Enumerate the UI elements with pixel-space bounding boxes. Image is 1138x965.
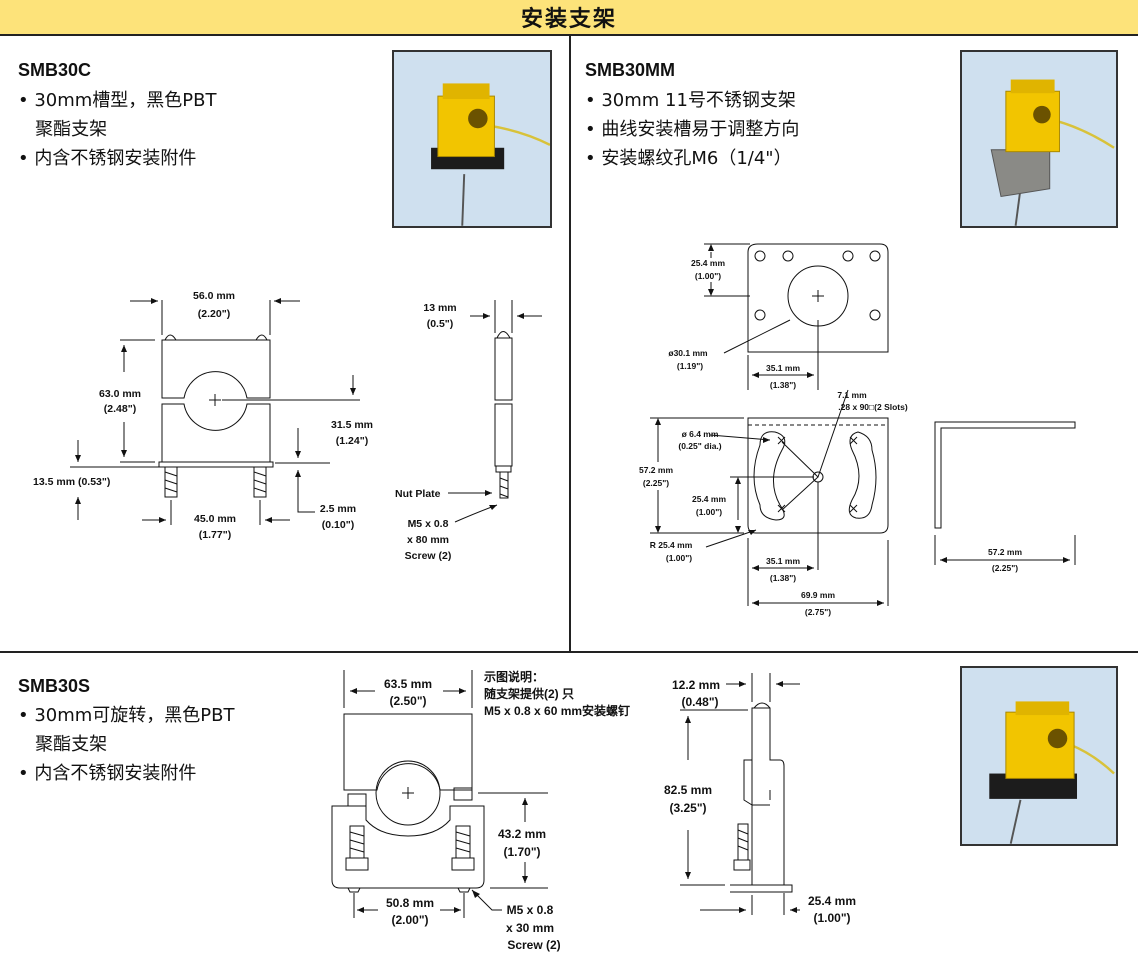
dim-label: Screw (2) bbox=[405, 550, 452, 562]
dim-label: .28 x 90□(2 Slots) bbox=[838, 402, 908, 412]
dim-label: (0.25" dia.) bbox=[678, 441, 721, 451]
dim-label: x 30 mm bbox=[506, 921, 554, 935]
dim-label: x 80 mm bbox=[407, 534, 449, 546]
page-banner: 安装支架 bbox=[0, 0, 1138, 36]
dim-label: 56.0 mm bbox=[193, 290, 235, 302]
dim-label: 50.8 mm bbox=[386, 896, 434, 910]
dim-label: 63.0 mm bbox=[99, 388, 141, 400]
horizontal-divider bbox=[0, 651, 1138, 653]
smb30mm-bullet: • 安装螺纹孔M6（1/4"） bbox=[585, 148, 792, 169]
dim-label: 35.1 mm bbox=[766, 556, 800, 566]
dim-label: (2.25") bbox=[643, 478, 669, 488]
note-line: M5 x 0.8 x 60 mm安装螺钉 bbox=[484, 703, 630, 718]
dim-label: 12.2 mm bbox=[672, 678, 720, 692]
dim-label: (1.00") bbox=[813, 911, 850, 925]
smb30s-photo bbox=[960, 666, 1118, 846]
dim-label: (2.50") bbox=[389, 694, 426, 708]
dim-label: ø 6.4 mm bbox=[682, 429, 719, 439]
dim-label: 63.5 mm bbox=[384, 677, 432, 691]
note-line: 随支架提供(2) 只 bbox=[484, 686, 574, 701]
dim-label: (1.00") bbox=[666, 553, 692, 563]
smb30c-drawing: 56.0 mm (2.20") 63.0 mm (2.48") 31.5 mm … bbox=[33, 290, 542, 562]
smb30c-bullet: • 30mm槽型，黑色PBT bbox=[18, 90, 217, 111]
dim-label: (1.19") bbox=[677, 361, 703, 371]
smb30mm-model: SMB30MM bbox=[585, 60, 676, 80]
smb30s-bullet: 聚酯支架 bbox=[18, 734, 108, 755]
dim-label: 43.2 mm bbox=[498, 827, 546, 841]
dim-label: 82.5 mm bbox=[664, 783, 712, 797]
dim-label: ø30.1 mm bbox=[668, 348, 708, 358]
dim-label: M5 x 0.8 bbox=[507, 903, 554, 917]
dim-label: (2.25") bbox=[992, 563, 1018, 573]
dim-label: 25.4 mm bbox=[692, 494, 726, 504]
dim-label: 13 mm bbox=[423, 302, 456, 314]
dim-label: 7.1 mm bbox=[837, 390, 867, 400]
photo-sensor-channel-bracket-icon bbox=[394, 52, 550, 226]
dim-label: 35.1 mm bbox=[766, 363, 800, 373]
smb30s-model: SMB30S bbox=[18, 676, 91, 696]
dim-label: (2.48") bbox=[104, 403, 136, 415]
dim-label: (0.48") bbox=[681, 695, 718, 709]
dim-label: (2.20") bbox=[198, 308, 230, 320]
dim-label: 45.0 mm bbox=[194, 513, 236, 525]
dim-label: (1.70") bbox=[503, 845, 540, 859]
note-line: 示图说明： bbox=[483, 669, 544, 684]
smb30s-bullet: • 内含不锈钢安装附件 bbox=[18, 763, 197, 784]
dim-label: (2.75") bbox=[805, 607, 831, 617]
smb30c-bullets: • 30mm槽型，黑色PBT 聚酯支架 • 内含不锈钢安装附件 bbox=[18, 86, 217, 173]
dim-label: (0.10") bbox=[322, 519, 354, 531]
smb30c-model: SMB30C bbox=[18, 60, 92, 80]
dim-label: (2.00") bbox=[391, 913, 428, 927]
photo-sensor-steel-bracket-icon bbox=[962, 52, 1116, 226]
dim-label: 69.9 mm bbox=[801, 590, 835, 600]
dim-label: (0.5") bbox=[427, 318, 454, 330]
dim-label: (1.38") bbox=[770, 573, 796, 583]
smb30mm-bullets: • 30mm 11号不锈钢支架 • 曲线安装槽易于调整方向 • 安装螺纹孔M6（… bbox=[585, 86, 799, 173]
dim-label: M5 x 0.8 bbox=[408, 518, 449, 530]
dim-label: R 25.4 mm bbox=[650, 540, 693, 550]
smb30mm-drawing: 25.4 mm (1.00") ø30.1 mm (1.19") 35.1 mm… bbox=[639, 243, 1076, 617]
vertical-divider bbox=[569, 36, 571, 651]
dim-label: (1.24") bbox=[336, 435, 368, 447]
dim-label: 2.5 mm bbox=[320, 503, 356, 515]
dim-label: 31.5 mm bbox=[331, 419, 373, 431]
smb30mm-photo bbox=[960, 50, 1118, 228]
smb30c-bullet: • 内含不锈钢安装附件 bbox=[18, 148, 197, 169]
photo-sensor-swivel-bracket-icon bbox=[962, 668, 1116, 844]
dim-label: 57.2 mm bbox=[639, 465, 673, 475]
smb30mm-bullet: • 曲线安装槽易于调整方向 bbox=[585, 119, 800, 140]
smb30s-bullet: • 30mm可旋转，黑色PBT bbox=[18, 705, 235, 726]
smb30mm-bullet: • 30mm 11号不锈钢支架 bbox=[585, 90, 796, 111]
smb30c-bullet: 聚酯支架 bbox=[18, 119, 108, 140]
dim-label: (1.00") bbox=[696, 507, 722, 517]
smb30s-bullets: • 30mm可旋转，黑色PBT 聚酯支架 • 内含不锈钢安装附件 bbox=[18, 701, 235, 788]
dim-label: (1.38") bbox=[770, 380, 796, 390]
dim-label: 57.2 mm bbox=[988, 547, 1022, 557]
dim-label: (3.25") bbox=[669, 801, 706, 815]
dim-label: 13.5 mm (0.53") bbox=[33, 476, 110, 488]
smb30c-photo bbox=[392, 50, 552, 228]
dim-label: 25.4 mm bbox=[808, 894, 856, 908]
banner-title: 安装支架 bbox=[520, 7, 617, 32]
dim-label: (1.00") bbox=[695, 271, 721, 281]
dim-label: Screw (2) bbox=[507, 938, 560, 952]
dim-label: Nut Plate bbox=[395, 488, 441, 500]
dim-label: 25.4 mm bbox=[691, 258, 725, 268]
dim-label: (1.77") bbox=[199, 529, 231, 541]
